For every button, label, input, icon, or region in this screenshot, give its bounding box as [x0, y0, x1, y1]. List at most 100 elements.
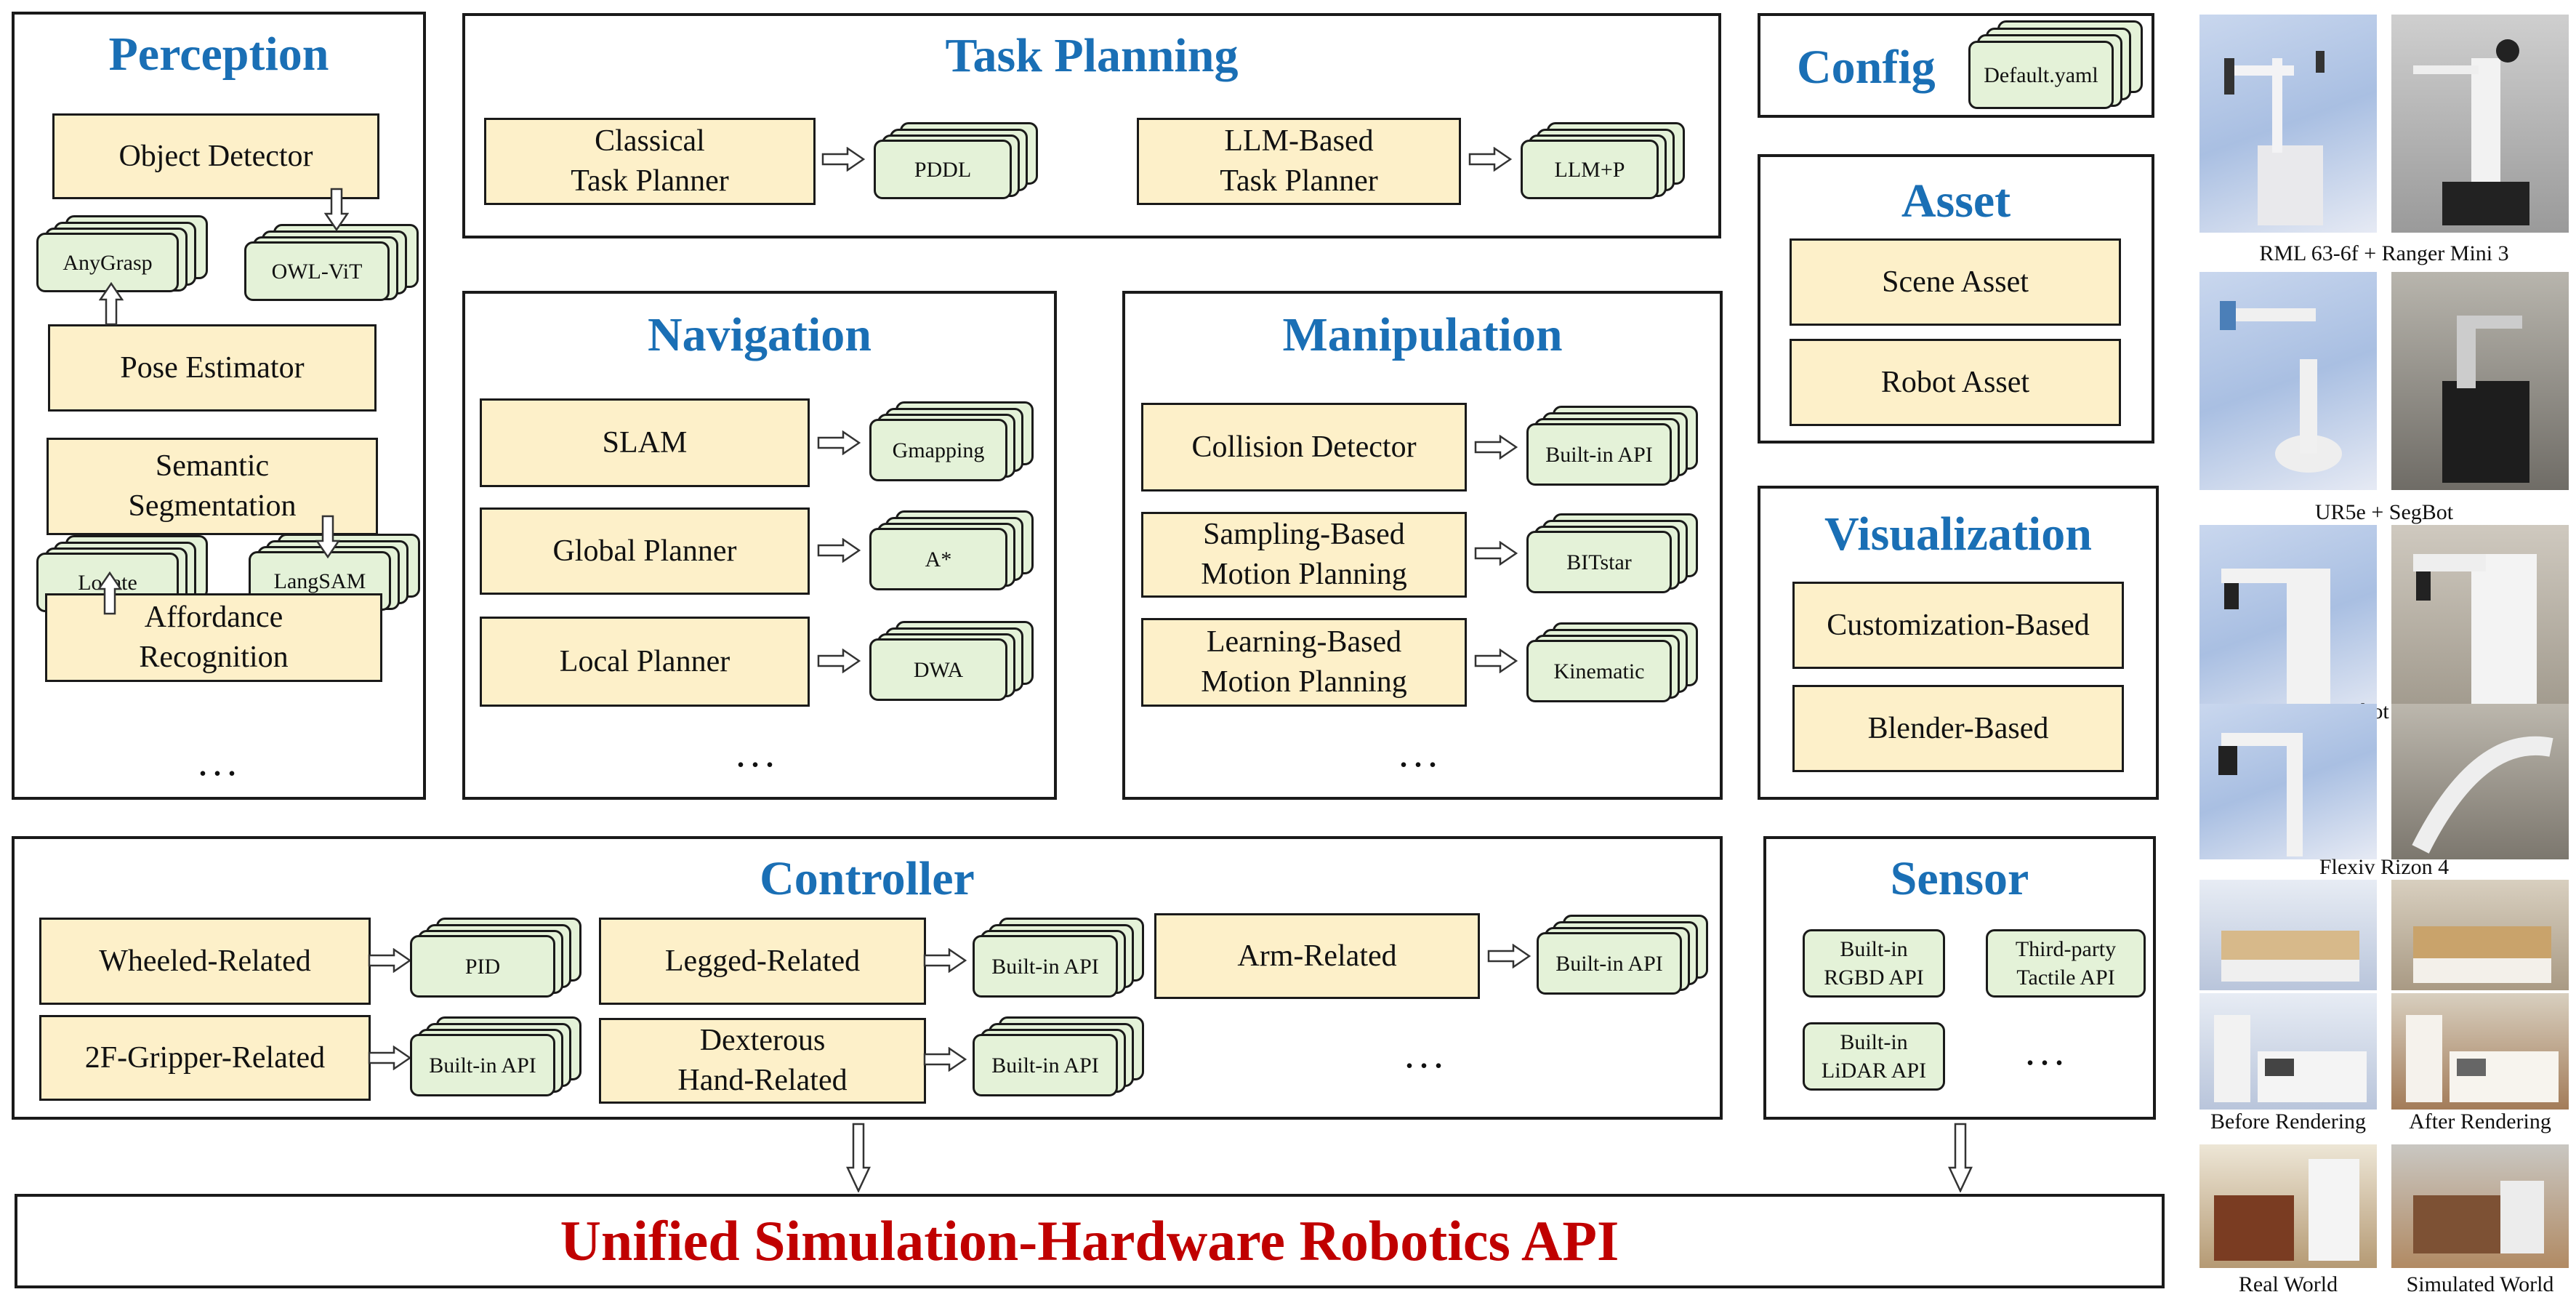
global-planner-box: Global Planner	[480, 507, 810, 595]
visualization-title: Visualization	[1824, 507, 2092, 561]
dexterous-hand-related-box: Dexterous Hand-Related	[599, 1018, 926, 1104]
arrow-sampling-to-bitstar	[1474, 541, 1518, 566]
bitstar-stack: BITstar	[1526, 513, 1701, 598]
lidar-api-box: Built-in LiDAR API	[1803, 1022, 1945, 1091]
unified-api-banner: Unified Simulation-Hardware Robotics API	[15, 1194, 2165, 1288]
kinematic-label: Kinematic	[1526, 640, 1672, 702]
lidar-api-label: Built-in LiDAR API	[1803, 1022, 1945, 1091]
bitstar-label: BITstar	[1526, 531, 1672, 593]
rgbd-api-label: Built-in RGBD API	[1803, 929, 1945, 998]
dexterous-api-label: Built-in API	[973, 1034, 1118, 1096]
caption-rml: RML 63-6f + Ranger Mini 3	[2259, 241, 2509, 265]
arrow-local-to-dwa	[817, 649, 861, 673]
customization-based-box: Customization-Based	[1792, 582, 2124, 669]
gripper-api-stack: Built-in API	[410, 1016, 584, 1101]
blender-based-box: Blender-Based	[1792, 685, 2124, 772]
real-image-flexiv	[2391, 704, 2569, 859]
controller-title: Controller	[760, 852, 975, 905]
controller-ellipsis: ...	[1404, 1032, 1448, 1077]
learning-based-box: Learning-Based Motion Planning	[1141, 618, 1467, 707]
caption-real-world: Real World	[2238, 1272, 2338, 1296]
real-image-rml	[2391, 15, 2569, 233]
sim-image-ur5e	[2199, 272, 2377, 490]
gmapping-label: Gmapping	[869, 419, 1007, 481]
caption-before-rendering: Before Rendering	[2210, 1110, 2367, 1134]
gmapping-stack: Gmapping	[869, 401, 1037, 486]
classical-task-planner-box: Classical Task Planner	[484, 118, 816, 205]
legged-api-stack: Built-in API	[973, 918, 1147, 1002]
sensor-ellipsis: ...	[2025, 1029, 2069, 1074]
arrow-llm-to-llmp	[1468, 147, 1512, 172]
anygrasp-label: AnyGrasp	[36, 233, 179, 292]
llm-p-label: LLM+P	[1521, 140, 1659, 199]
arrow-dexterous-to-api	[923, 1047, 967, 1072]
arm-related-box: Arm-Related	[1154, 913, 1480, 999]
pose-estimator-box: Pose Estimator	[48, 324, 377, 412]
sim-image-rml	[2199, 15, 2377, 233]
pddl-stack: PDDL	[874, 122, 1041, 202]
task-planning-panel: Task Planning Classical Task Planner PDD…	[462, 13, 1721, 238]
simulated-world-image	[2391, 1144, 2569, 1268]
caption-after-rendering: After Rendering	[2409, 1110, 2551, 1134]
arrow-gripper-to-api	[368, 1046, 411, 1070]
arrow-wheeled-to-pid	[368, 948, 411, 973]
navigation-ellipsis: ...	[736, 731, 779, 776]
real-image-mycobot	[2391, 525, 2569, 723]
perception-title: Perception	[108, 28, 329, 81]
manipulation-title: Manipulation	[1282, 308, 1563, 361]
caption-flexiv: Flexiv Rizon 4	[2319, 855, 2450, 879]
builtin-api-label: Built-in API	[1526, 423, 1672, 486]
sampling-based-box: Sampling-Based Motion Planning	[1141, 512, 1467, 598]
dexterous-api-stack: Built-in API	[973, 1016, 1147, 1101]
arrow-controller-to-api	[846, 1123, 871, 1192]
task-planning-title: Task Planning	[945, 29, 1239, 82]
after-rendering-top	[2391, 880, 2569, 990]
arrow-detector-to-owlvit	[324, 188, 349, 231]
arrow-classical-to-pddl	[821, 147, 865, 172]
perception-ellipsis: ...	[198, 739, 241, 785]
gripper-api-label: Built-in API	[410, 1034, 555, 1096]
arrow-global-to-astar	[817, 538, 861, 563]
arrow-affordance-to-locate	[97, 571, 122, 615]
manipulation-panel: Manipulation Collision Detector Built-in…	[1122, 291, 1723, 800]
kinematic-stack: Kinematic	[1526, 622, 1701, 707]
builtin-api-stack: Built-in API	[1526, 406, 1701, 490]
sensor-title: Sensor	[1890, 852, 2029, 905]
arrow-legged-to-api	[923, 948, 967, 973]
rgbd-api-box: Built-in RGBD API	[1803, 929, 1945, 998]
default-yaml-label: Default.yaml	[1968, 41, 2114, 109]
affordance-recognition-box: Affordance Recognition	[45, 593, 382, 682]
arrow-sensor-to-api	[1948, 1123, 1973, 1192]
wheeled-related-box: Wheeled-Related	[39, 918, 371, 1005]
llm-p-stack: LLM+P	[1521, 122, 1688, 202]
legged-related-box: Legged-Related	[599, 918, 926, 1005]
arrow-segmentation-to-langsam	[315, 515, 340, 558]
visualization-panel: Visualization Customization-Based Blende…	[1758, 486, 2159, 800]
pid-label: PID	[410, 935, 555, 998]
robot-gallery: RML 63-6f + Ranger Mini 3 UR5e + SegBot …	[2195, 10, 2573, 1300]
tactile-api-label: Third-party Tactile API	[1986, 929, 2146, 998]
anygrasp-stack: AnyGrasp	[36, 215, 211, 295]
arrow-pose-to-anygrasp	[99, 282, 124, 326]
asset-panel: Asset Scene Asset Robot Asset	[1758, 154, 2154, 444]
scene-asset-box: Scene Asset	[1790, 238, 2121, 326]
arm-api-label: Built-in API	[1537, 932, 1682, 995]
arrow-learning-to-kinematic	[1474, 649, 1518, 673]
arm-api-stack: Built-in API	[1537, 915, 1711, 999]
before-rendering-top	[2199, 880, 2377, 990]
pddl-label: PDDL	[874, 140, 1012, 199]
default-yaml-stack: Default.yaml	[1968, 20, 2150, 113]
manipulation-ellipsis: ...	[1398, 731, 1442, 776]
caption-ur5e: UR5e + SegBot	[2314, 500, 2454, 524]
sim-image-mycobot	[2199, 525, 2377, 723]
before-rendering-bottom	[2199, 993, 2377, 1110]
robot-asset-box: Robot Asset	[1790, 339, 2121, 426]
astar-stack: A*	[869, 510, 1037, 595]
pid-stack: PID	[410, 918, 584, 1002]
slam-box: SLAM	[480, 398, 810, 487]
navigation-title: Navigation	[647, 308, 872, 361]
real-image-segbot	[2391, 272, 2569, 490]
sim-image-flexiv	[2199, 704, 2377, 859]
local-planner-box: Local Planner	[480, 617, 810, 707]
caption-simulated-world: Simulated World	[2406, 1272, 2554, 1296]
